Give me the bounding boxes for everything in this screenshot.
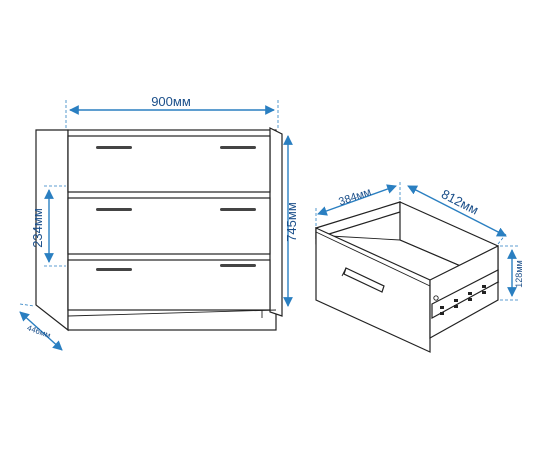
drawer-handle <box>343 267 385 293</box>
drawer-front-panel <box>315 227 431 353</box>
dim-inner-height: 128мм <box>500 245 524 301</box>
drawer-back-top <box>315 201 401 239</box>
drawer-runner <box>431 269 499 320</box>
dim-height: 745мм <box>283 135 299 307</box>
label-width: 900мм <box>151 94 191 109</box>
chest-of-drawers <box>35 127 283 332</box>
chest-right-side <box>269 127 283 317</box>
dim-width: 900мм <box>65 94 279 128</box>
drawer-handles <box>96 146 256 271</box>
label-drawer-height: 234мм <box>30 208 45 248</box>
runner-holes <box>440 285 486 315</box>
drawer-front-bottom <box>67 259 271 311</box>
label-inner-height: 128мм <box>514 260 524 287</box>
label-depth: 446мм <box>26 323 52 340</box>
label-height: 745мм <box>284 202 299 242</box>
dim-drawer-height: 234мм <box>30 185 66 267</box>
drawer-front-top <box>67 135 271 193</box>
drawer-front-middle <box>67 197 271 255</box>
label-inner-depth: 384мм <box>337 186 373 208</box>
drawer-box <box>315 201 500 353</box>
